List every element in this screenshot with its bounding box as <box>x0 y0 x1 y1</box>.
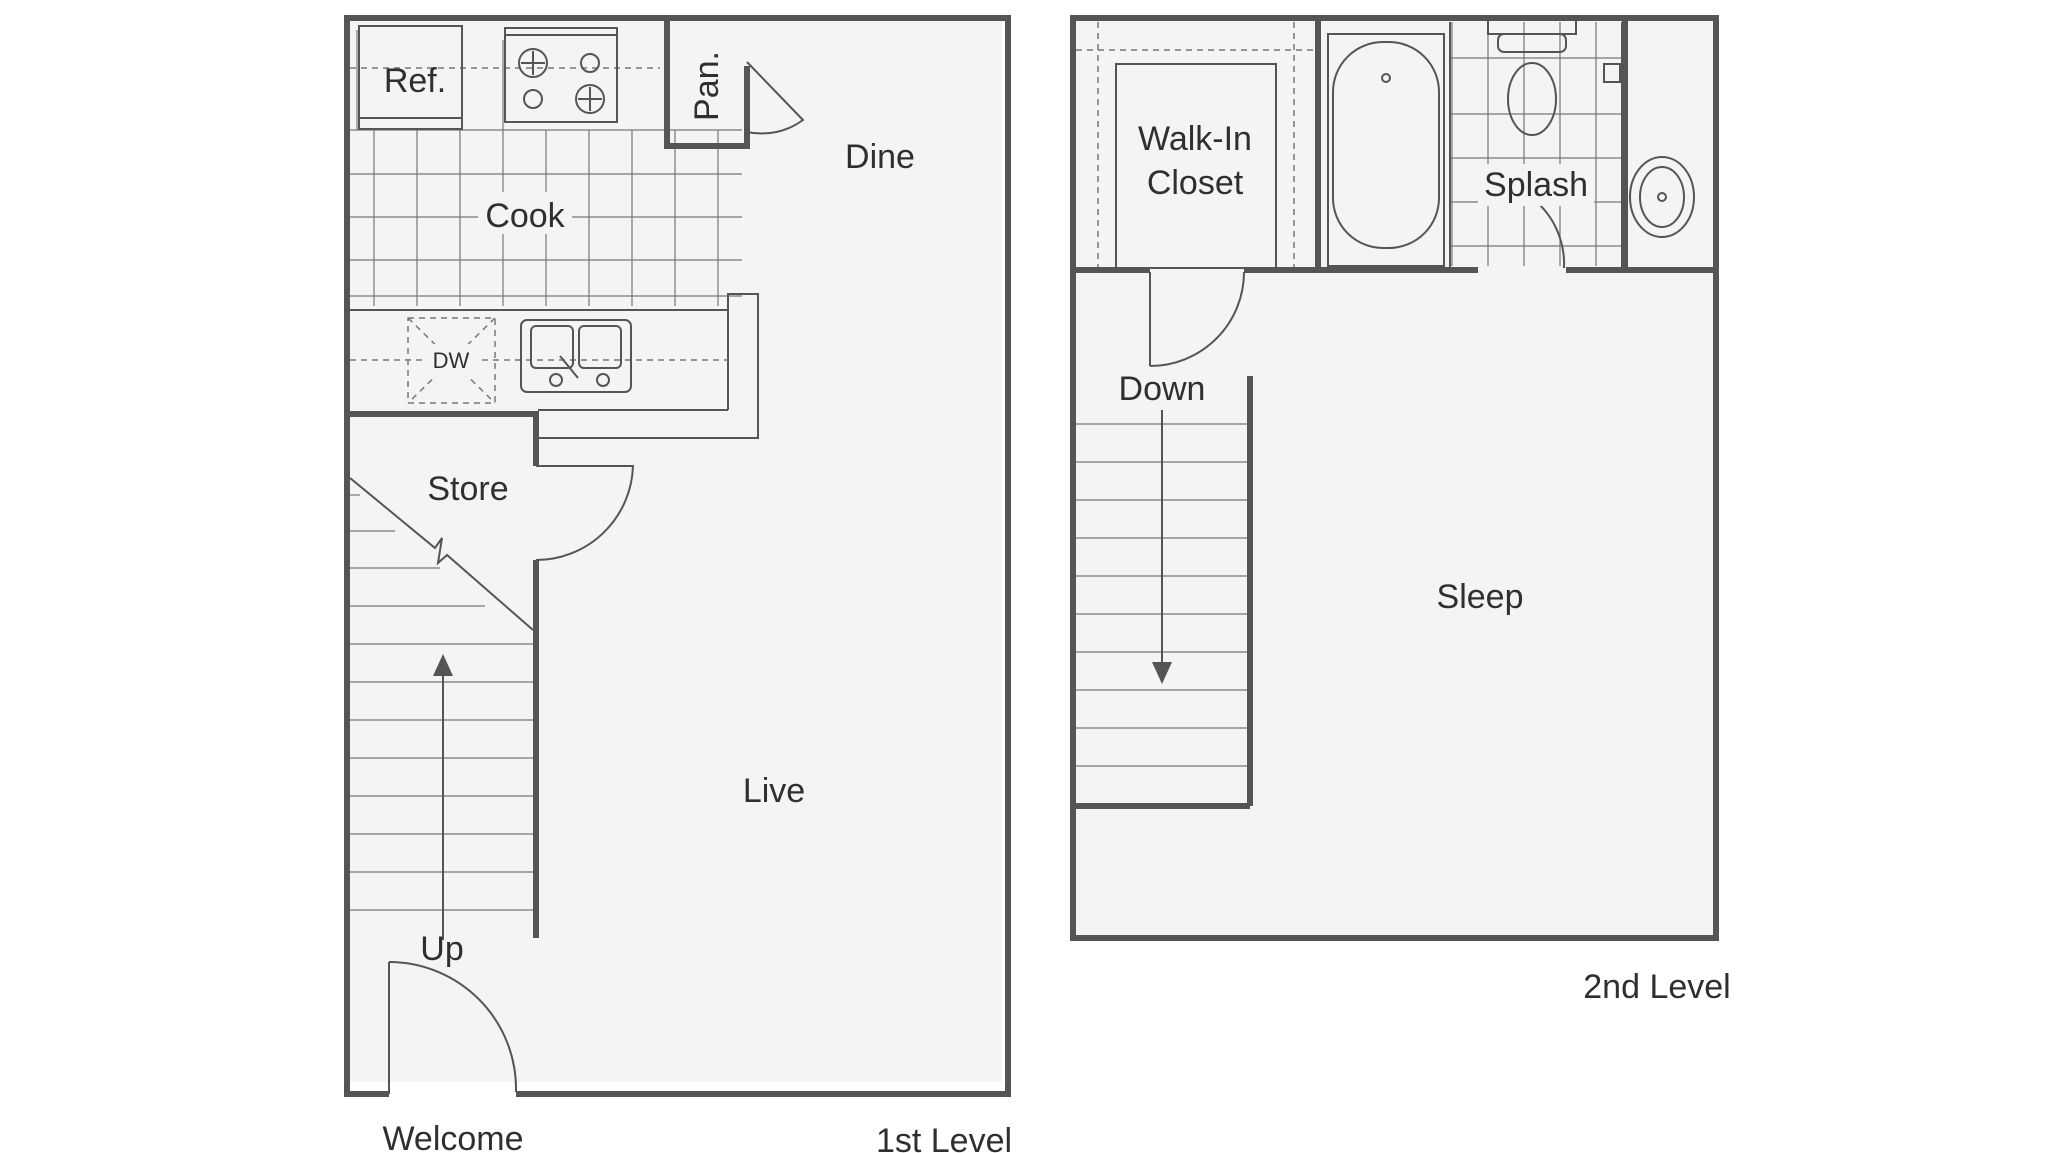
down-label: Down <box>1119 370 1206 408</box>
second-level-floor <box>1073 18 1716 938</box>
bathroom-sink <box>1603 63 1695 238</box>
welcome-label: Welcome <box>382 1120 523 1153</box>
level1-label: 1st Level <box>876 1122 1012 1153</box>
live-label: Live <box>743 772 805 810</box>
sleep-label: Sleep <box>1437 578 1524 616</box>
second-level <box>1070 15 1719 941</box>
second-level-exterior-walls <box>1070 15 1719 941</box>
dine-label: Dine <box>845 138 915 176</box>
kitchen-sink <box>520 319 632 393</box>
splash-label-bg <box>1478 164 1594 206</box>
closet-door <box>1149 271 1245 367</box>
pantry-label: Pan. <box>688 51 726 121</box>
kitchen-counter <box>350 293 759 439</box>
entry-door <box>388 961 518 1094</box>
bath-partitions <box>1315 18 1628 270</box>
first-level-exterior-walls <box>344 15 1011 1097</box>
stairs-down <box>1076 410 1247 767</box>
pantry <box>664 18 805 149</box>
first-level <box>344 15 1011 1097</box>
refrigerator <box>358 25 463 130</box>
second-level-interior-walls <box>1073 267 1716 809</box>
bath-tile-grid <box>1450 22 1622 266</box>
splash-label: Splash <box>1484 166 1588 204</box>
up-label: Up <box>420 930 463 968</box>
bathtub <box>1327 33 1445 267</box>
dishwasher-label: DW <box>433 348 470 373</box>
closet-label-line1: Walk-In <box>1138 120 1252 158</box>
store-closet <box>347 411 635 938</box>
ref-label: Ref. <box>384 62 446 100</box>
store-label: Store <box>427 470 508 508</box>
cook-label-bg <box>478 192 572 234</box>
closet-details <box>1076 22 1316 269</box>
level2-label: 2nd Level <box>1583 968 1730 1006</box>
dishwasher <box>407 317 496 404</box>
closet-label-line2: Closet <box>1147 164 1244 202</box>
stove <box>504 27 618 123</box>
stairs-up <box>349 477 534 940</box>
cook-label: Cook <box>485 197 565 235</box>
